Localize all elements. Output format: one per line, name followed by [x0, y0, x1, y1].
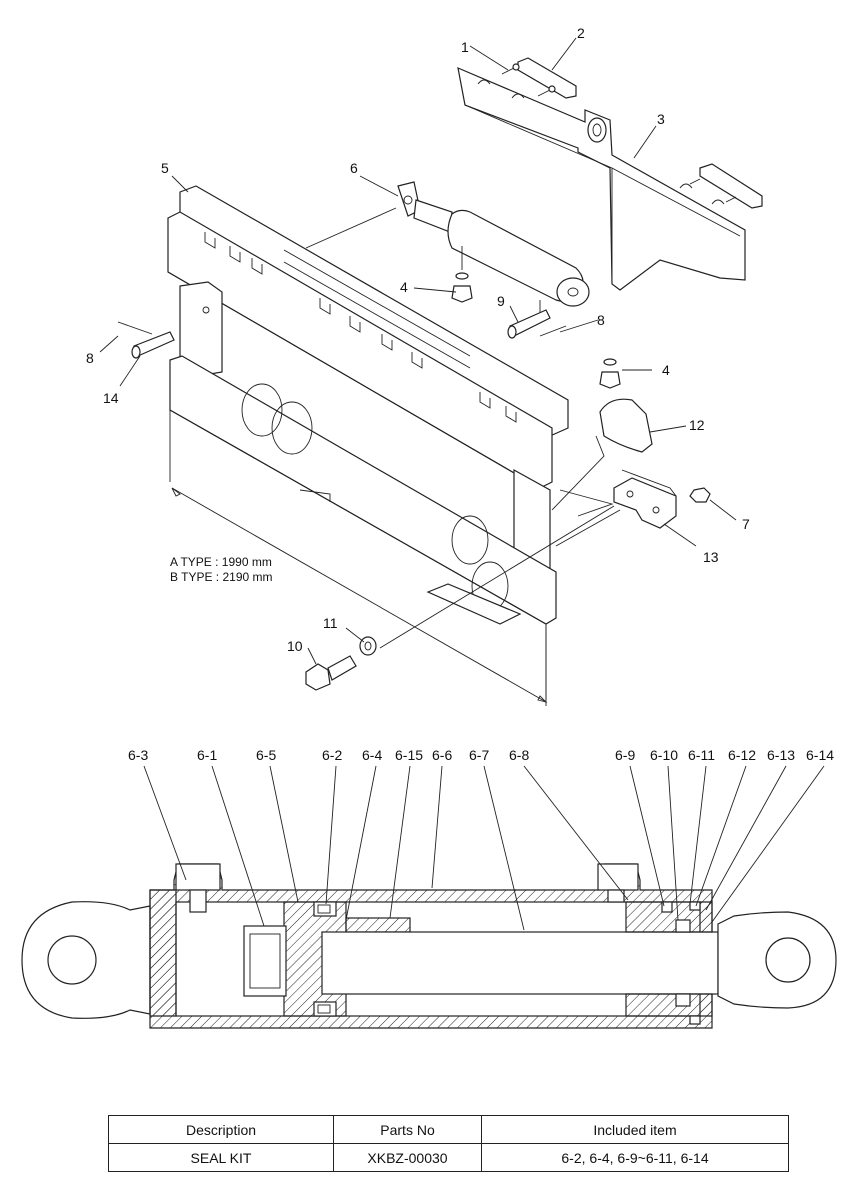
callout-6-8: 6-8 [509, 747, 529, 763]
pins-and-split-pins [117, 309, 567, 359]
callout-6-6: 6-6 [432, 747, 452, 763]
hook-stopper-left [517, 57, 577, 99]
header-included-item: Included item [481, 1115, 789, 1144]
callout-6-3: 6-3 [128, 747, 148, 763]
callout-6-9: 6-9 [615, 747, 635, 763]
callout-6-10: 6-10 [650, 747, 678, 763]
callout-12: 12 [689, 417, 705, 433]
callout-6-11: 6-11 [688, 747, 715, 763]
callout-6-14: 6-14 [806, 747, 834, 763]
callout-8b: 8 [597, 312, 605, 328]
fork-frame [167, 185, 569, 700]
callout-4b: 4 [662, 362, 670, 378]
callout-11: 11 [323, 615, 338, 631]
callout-1: 1 [461, 39, 469, 55]
callout-8a: 8 [86, 350, 94, 366]
upper-hook-bracket [457, 67, 746, 291]
side-shift-cylinder [305, 181, 590, 320]
callout-6-7: 6-7 [469, 747, 489, 763]
bolt-and-washer [305, 636, 377, 691]
callout-9: 9 [497, 293, 505, 309]
cylinder-section [21, 863, 837, 1029]
callout-6: 6 [350, 160, 358, 176]
callout-13: 13 [703, 549, 719, 565]
callout-2: 2 [577, 25, 585, 41]
cell-description: SEAL KIT [108, 1143, 334, 1172]
table-row: SEAL KIT XKBZ-00030 6-2, 6-4, 6-9~6-11, … [108, 1143, 789, 1172]
callout-10: 10 [287, 638, 303, 654]
hook-stopper-right [699, 163, 763, 209]
seal-kit-table: Description Parts No Included item SEAL … [108, 1115, 789, 1172]
parts-diagram: 1 2 3 4 4 5 6 7 8 8 9 10 11 12 13 14 A T… [21, 25, 837, 1029]
header-parts-no: Parts No [333, 1115, 482, 1144]
callout-6-1: 6-1 [197, 747, 217, 763]
callout-6-4: 6-4 [362, 747, 382, 763]
callout-3: 3 [657, 111, 665, 127]
callout-5: 5 [161, 160, 169, 176]
callout-7: 7 [742, 516, 750, 532]
callout-14: 14 [103, 390, 119, 406]
callout-6-5: 6-5 [256, 747, 276, 763]
callout-6-12: 6-12 [728, 747, 756, 763]
header-description: Description [108, 1115, 334, 1144]
cell-included-item: 6-2, 6-4, 6-9~6-11, 6-14 [481, 1143, 789, 1172]
hook-bolts [501, 63, 737, 203]
section-leader-lines [143, 765, 825, 931]
callout-6-13: 6-13 [767, 747, 795, 763]
leader-lines [99, 37, 737, 665]
callout-6-15: 6-15 [395, 747, 423, 763]
nut [689, 487, 711, 503]
dimension-note-b: B TYPE : 2190 mm [170, 570, 273, 584]
slide-block [613, 469, 677, 529]
cell-parts-no: XKBZ-00030 [333, 1143, 482, 1172]
slide-pad [599, 398, 653, 453]
grease-nipples [451, 272, 621, 389]
dimension-note-a: A TYPE : 1990 mm [170, 555, 272, 569]
callout-4a: 4 [400, 279, 408, 295]
overall-width-dimension [171, 487, 548, 706]
callout-6-2: 6-2 [322, 747, 342, 763]
table-header-row: Description Parts No Included item [108, 1115, 789, 1144]
